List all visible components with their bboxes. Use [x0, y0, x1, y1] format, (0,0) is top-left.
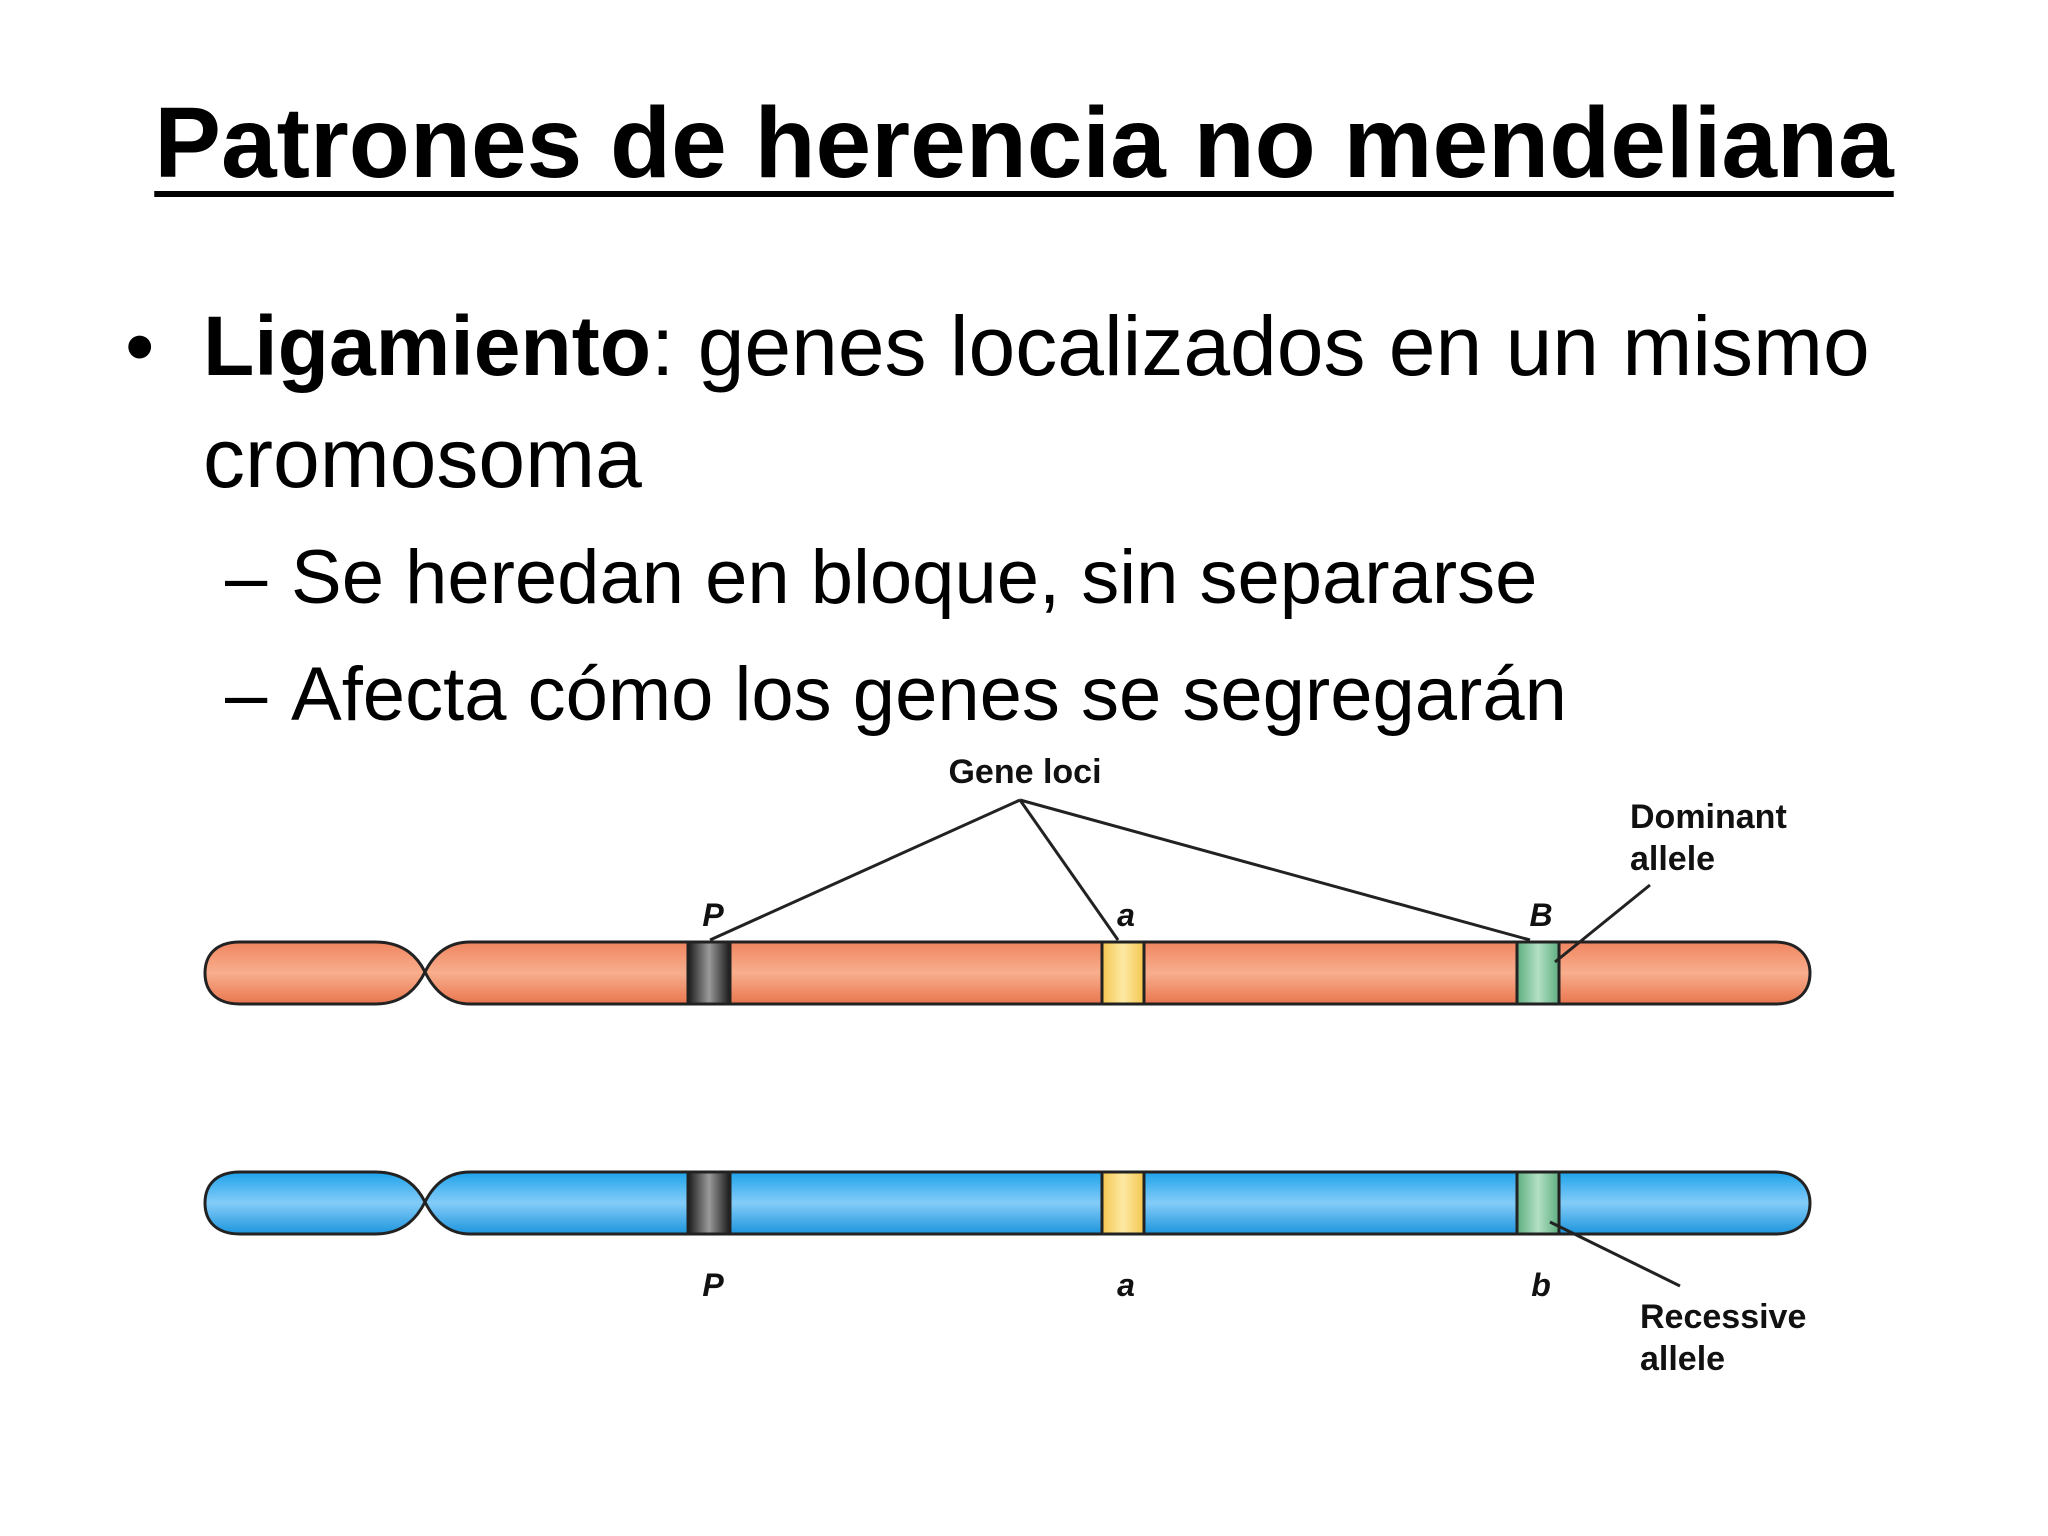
recessive-label-line1: Recessive: [1640, 1298, 1806, 1336]
bullet-dot: •: [125, 299, 155, 393]
top-chromosome: [203, 940, 1812, 1006]
top-chromosome-short-arm: [203, 940, 427, 1006]
dash-marker: –: [225, 652, 268, 737]
top-locus-label-a: a: [1117, 897, 1135, 933]
recessive-pointer-line: [1549, 1220, 1681, 1288]
subbullet-item: –Se heredan en bloque, sin separarse: [225, 528, 1537, 628]
bottom-locus-label-P: P: [702, 1267, 724, 1303]
dash-marker: –: [225, 535, 268, 620]
subbullet-text: Se heredan en bloque, sin separarse: [291, 535, 1538, 620]
recessive-label-line2: allele: [1640, 1340, 1725, 1378]
pointer-line-a: [1018, 799, 1120, 941]
dominant-label-line2: allele: [1630, 840, 1715, 878]
bottom-chromosome: [203, 1170, 1812, 1236]
pointer-line-P: [709, 798, 1021, 942]
locus-band-P: [686, 940, 732, 1006]
subbullet-item: –Afecta cómo los genes se segregarán: [225, 645, 1567, 745]
top-locus-label-B: B: [1529, 897, 1552, 933]
bullet-text: Ligamiento: genes localizados en un mism…: [203, 290, 1903, 514]
pointer-line-B: [1019, 798, 1531, 942]
gene-loci-pointers: [709, 798, 1681, 1288]
bottom-locus-label-a: a: [1117, 1267, 1135, 1303]
bottom-chromosome-short-arm: [203, 1170, 427, 1236]
locus-band-P: [686, 1170, 732, 1236]
dominant-pointer-line: [1554, 883, 1651, 964]
dominant-label-line1: Dominant: [1630, 798, 1787, 836]
locus-band-a: [1100, 940, 1146, 1006]
slide-title: Patrones de herencia no mendeliana: [154, 87, 1894, 199]
bottom-locus-label-b: b: [1531, 1267, 1551, 1303]
bullet-description: : genes localizados en un mismo cromosom…: [203, 299, 1870, 505]
top-locus-label-P: P: [702, 897, 724, 933]
locus-band-a: [1100, 1170, 1146, 1236]
locus-band-B: [1515, 940, 1561, 1006]
bullet-term: Ligamiento: [203, 299, 652, 393]
subbullet-text: Afecta cómo los genes se segregarán: [291, 652, 1567, 737]
gene-loci-label: Gene loci: [948, 753, 1101, 791]
